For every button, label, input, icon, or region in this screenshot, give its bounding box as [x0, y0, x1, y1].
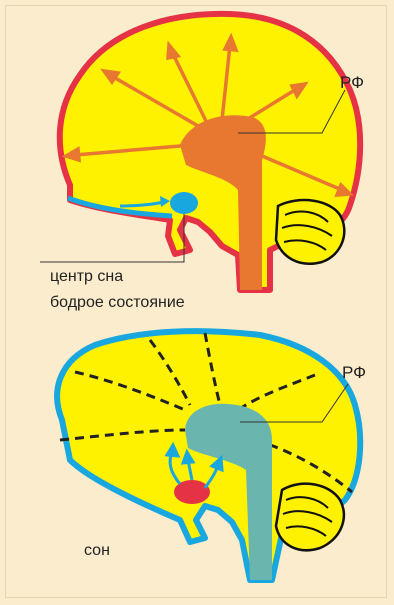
- awake-rf-label: РФ: [340, 73, 364, 92]
- awake-brain: [40, 14, 360, 290]
- awake-sleep-center: [170, 192, 198, 214]
- sleep-center-label: центр сна: [50, 268, 123, 285]
- sleep-cerebellum: [276, 484, 344, 551]
- sleep-rf-label: РФ: [342, 363, 366, 382]
- awake-state-label: бодрое состояние: [50, 294, 185, 311]
- sleep-state-label: сон: [84, 542, 110, 559]
- awake-cerebellum: [276, 200, 344, 264]
